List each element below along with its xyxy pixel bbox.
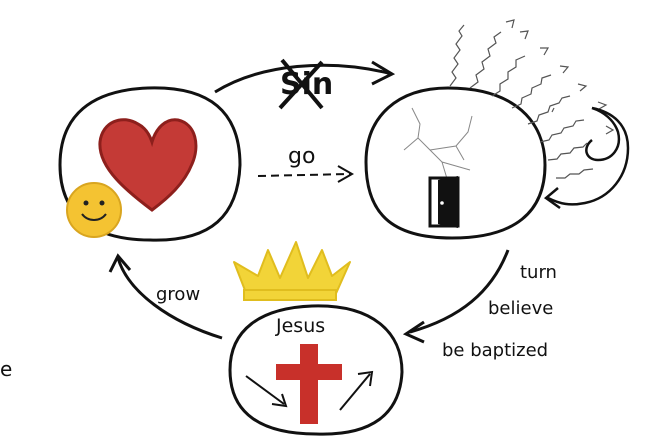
crack-lines — [403, 107, 473, 199]
smiley-icon — [66, 182, 122, 238]
baptized-label: be baptized — [442, 340, 548, 361]
grow-label: grow — [156, 284, 200, 305]
radiating-arrows — [449, 24, 594, 179]
crown-icon — [233, 241, 351, 301]
cross-icon — [276, 344, 342, 424]
believe-label: believe — [488, 298, 553, 319]
jesus-label: Jesus — [275, 315, 325, 337]
inner-arrows — [245, 370, 374, 411]
door-icon — [428, 176, 460, 228]
left-circle — [58, 86, 242, 242]
bottom-circle-group: Jesus — [228, 241, 404, 436]
left-circle-group — [58, 86, 242, 242]
cross-out-mark — [278, 58, 324, 110]
loop-arrow — [543, 106, 630, 210]
go-label: go — [288, 144, 315, 169]
right-to-bottom-arrow — [402, 249, 510, 344]
bottom-circle — [228, 304, 404, 436]
arrowheads-radiating — [505, 19, 615, 135]
turn-label: turn — [520, 262, 557, 283]
top-arc-arrow — [214, 60, 396, 94]
bottom-to-left-arrow — [108, 253, 223, 340]
edge-fragment-label: e — [0, 357, 12, 381]
right-circle — [364, 86, 547, 240]
right-circle-group — [364, 86, 547, 240]
go-arrow — [257, 165, 355, 183]
heart-icon — [98, 118, 198, 212]
